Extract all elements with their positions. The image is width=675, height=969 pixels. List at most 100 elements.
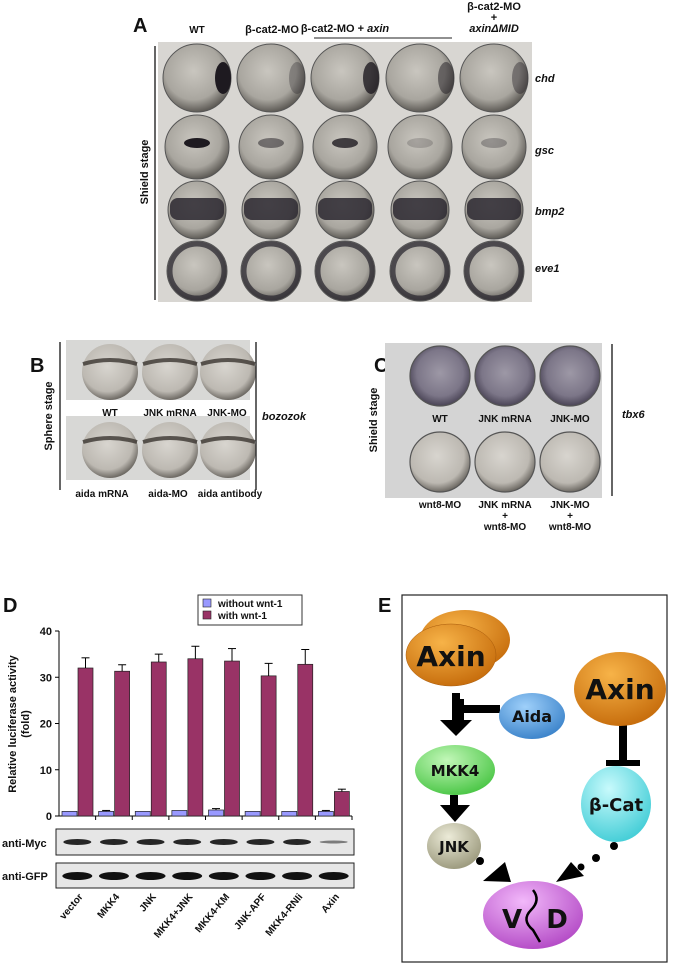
category-label: MKK4-KM <box>193 892 232 935</box>
mkk4-label: MKK4 <box>431 762 480 780</box>
dot <box>476 857 484 865</box>
expression-domain <box>315 241 375 301</box>
panel-e: E Axin Aida Axin MKK4 β-Cat <box>378 594 668 963</box>
embryo <box>236 43 306 113</box>
embryo <box>142 422 198 478</box>
aida-label: Aida <box>512 707 552 726</box>
label-jnk-mrna-wnt8-2: + <box>502 511 508 522</box>
blot-label-myc: anti-Myc <box>2 838 47 850</box>
label-jnk-mrna-wnt8-3: wnt8-MO <box>483 522 526 533</box>
col-header-bcat2-mo-axin-dmid-1: β-cat2-MO <box>467 1 521 13</box>
col-header-wt: WT <box>189 25 205 36</box>
bar-without-wnt1 <box>318 811 334 817</box>
stage-label-c: Shield stage <box>368 388 380 453</box>
expression-domain <box>184 138 210 148</box>
expression-domain <box>464 241 524 301</box>
expression-domain <box>215 62 231 94</box>
embryo <box>166 240 228 302</box>
expression-domain <box>390 241 450 301</box>
band <box>98 872 129 880</box>
band <box>282 872 313 880</box>
panel-b: B Sphere stage WT JNK mRNA JNK-MO aida m… <box>30 340 307 500</box>
expression-domain <box>244 198 298 220</box>
label-jnk-mo: JNK-MO <box>550 414 590 425</box>
band <box>246 839 275 845</box>
band <box>135 872 166 880</box>
y-tick-label: 30 <box>40 672 52 684</box>
bcat-node <box>581 766 651 842</box>
label-aida-mrna: aida mRNA <box>75 489 128 500</box>
embryo <box>461 114 527 180</box>
embryo <box>539 431 601 493</box>
legend-label-with: with wnt-1 <box>217 611 267 622</box>
expression-domain <box>241 241 301 301</box>
vd-node <box>483 881 583 949</box>
embryo-grid-b <box>66 340 256 480</box>
label-jnk-mo-wnt8-3: wnt8-MO <box>548 522 591 533</box>
panel-b-letter: B <box>30 355 44 377</box>
blot-label-gfp: anti-GFP <box>2 871 48 883</box>
gene-label-bmp2: bmp2 <box>535 206 564 218</box>
expression-domain <box>167 241 227 301</box>
col-header-plus: + <box>491 12 497 24</box>
band <box>245 872 276 880</box>
embryo <box>409 345 471 407</box>
bar-with-wnt1 <box>224 660 240 817</box>
bar-without-wnt1 <box>134 811 151 817</box>
embryo <box>240 240 302 302</box>
embryo <box>82 422 138 478</box>
band <box>283 839 312 845</box>
expression-domain <box>393 198 447 220</box>
label-jnk-mo: JNK-MO <box>207 408 247 419</box>
axin-bcat-inhibit-line <box>619 724 627 762</box>
bar-with-wnt1 <box>187 658 204 817</box>
embryo-grid-c <box>385 343 602 498</box>
axin-to-mkk4-shaft <box>452 693 460 723</box>
panel-c-letter: C <box>374 355 388 377</box>
jnk-label: JNK <box>438 838 470 856</box>
aida-node <box>499 693 565 739</box>
bar-without-wnt1 <box>244 811 261 817</box>
expression-domain <box>481 138 507 148</box>
expression-domain <box>332 138 358 148</box>
expression-domain <box>363 62 379 94</box>
mkk4-jnk-shaft <box>450 795 458 809</box>
expression-band <box>142 358 198 366</box>
expression-domain <box>258 138 284 148</box>
expression-band <box>200 358 256 366</box>
blot-myc: anti-Myc <box>2 828 355 856</box>
legend-swatch-without <box>202 598 212 608</box>
panel-e-letter: E <box>378 595 391 617</box>
blot-gfp: anti-GFP <box>2 862 355 889</box>
arrow-head-bcat-vd <box>556 862 584 882</box>
col-header-axin-dmid: axinΔMID <box>469 23 519 35</box>
embryo <box>463 240 525 302</box>
axin-label-right: Axin <box>585 673 654 706</box>
band <box>136 839 165 845</box>
bar-with-wnt1 <box>114 670 130 817</box>
expression-domain <box>289 62 305 94</box>
embryo <box>200 344 256 400</box>
label-jnk-mo-wnt8-2: + <box>567 511 573 522</box>
embryo <box>409 431 471 493</box>
band <box>318 872 349 880</box>
arrows <box>440 693 640 882</box>
embryo-grid-a <box>158 42 532 302</box>
label-jnk-mrna-wnt8-1: JNK mRNA <box>478 500 531 511</box>
y-axis-label-2: (fold) <box>20 710 32 738</box>
mkk4-node <box>415 745 495 795</box>
axin-label-left: Axin <box>416 640 485 673</box>
aida-inhibit-line <box>460 705 500 713</box>
embryo <box>314 240 376 302</box>
category-label: JNK-APF <box>232 892 268 932</box>
label-wnt8-mo: wnt8-MO <box>418 500 461 511</box>
band <box>173 839 202 845</box>
vd-label-d: D <box>546 905 568 935</box>
dot <box>577 863 585 871</box>
legend-swatch-with <box>202 610 212 620</box>
category-label: Axin <box>320 892 342 916</box>
bar-without-wnt1 <box>98 811 114 817</box>
band <box>62 872 93 880</box>
